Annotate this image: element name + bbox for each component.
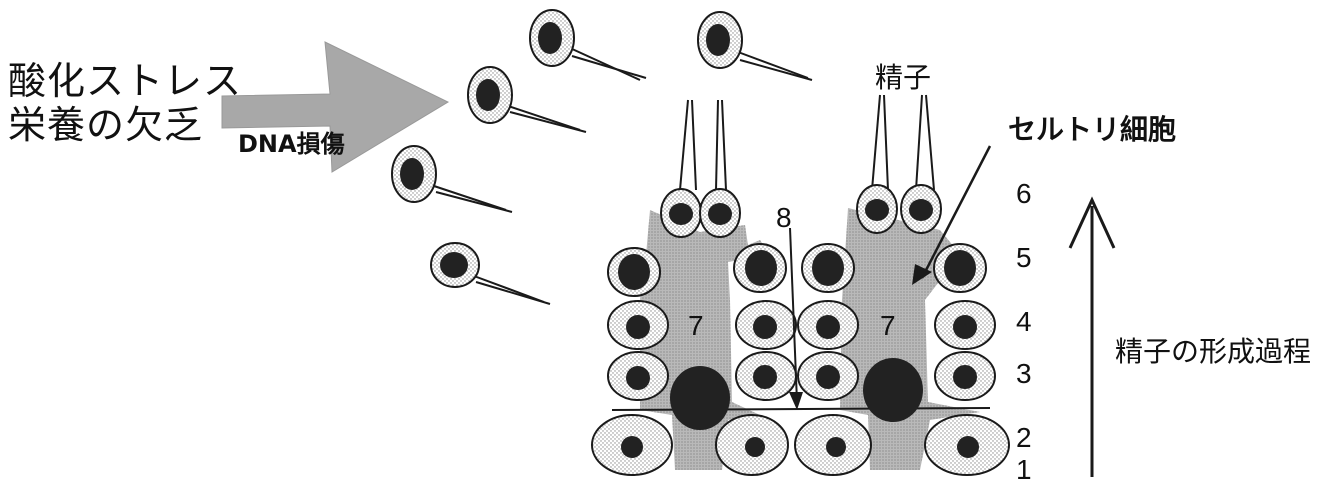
sertoli-nucleus-right — [863, 358, 923, 422]
sperm — [431, 243, 550, 304]
dna-damage-label: DNA損傷 — [238, 132, 345, 156]
spermatids — [661, 95, 941, 237]
cause-nutrient-deficiency: 栄養の欠乏 — [8, 106, 203, 144]
stage-number-3: 3 — [1016, 360, 1032, 388]
cell-label-8: 8 — [776, 204, 792, 232]
stage-number-2: 2 — [1016, 424, 1032, 452]
sperm — [392, 146, 512, 212]
formation-process-label: 精子の形成過程 — [1115, 338, 1311, 366]
stage-number-4: 4 — [1016, 308, 1032, 336]
spermatogonia-row — [592, 415, 1009, 475]
stage-number-5: 5 — [1016, 244, 1032, 272]
cause-oxidative-stress: 酸化ストレス — [8, 62, 242, 100]
cell-label-7-right: 7 — [880, 312, 896, 340]
sperm — [698, 12, 812, 80]
stage-number-1: 1 — [1016, 456, 1032, 484]
sperm-label: 精子 — [875, 64, 931, 92]
cell-label-7-left: 7 — [688, 312, 704, 340]
sertoli-cell-label: セルトリ細胞 — [1008, 116, 1176, 144]
sperm — [530, 10, 646, 80]
sperm — [468, 67, 586, 132]
sertoli-nucleus-left — [670, 366, 730, 430]
stage-number-6: 6 — [1016, 180, 1032, 208]
